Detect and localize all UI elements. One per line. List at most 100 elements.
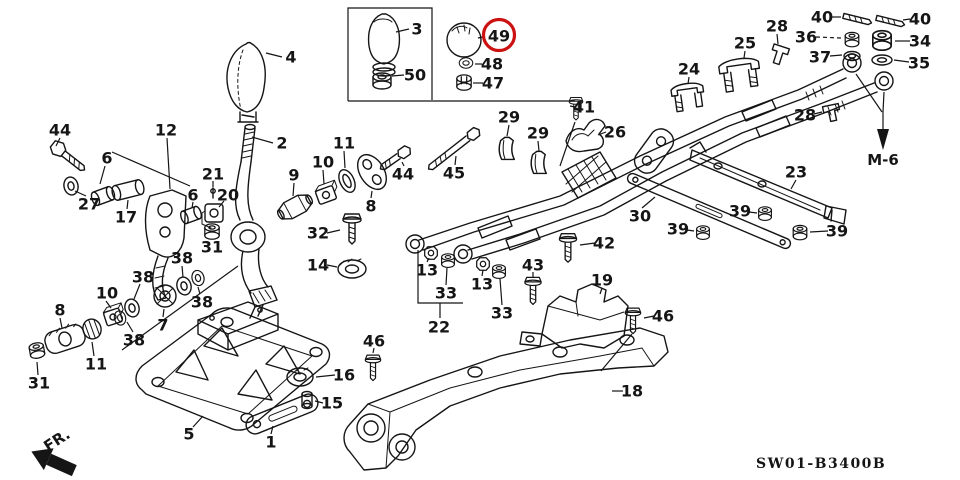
leader-line-19	[599, 287, 603, 295]
part-label-46[interactable]: 46	[363, 332, 385, 351]
bushing-6-right	[179, 205, 203, 225]
washer-48	[458, 57, 474, 69]
part-label-3[interactable]: 3	[411, 20, 422, 39]
leader-line-24	[687, 76, 690, 85]
part-label-49[interactable]: 49	[488, 27, 510, 46]
part-label-6[interactable]: 6	[187, 186, 198, 205]
part-label-8[interactable]: 8	[365, 197, 376, 216]
leader-line-44	[55, 137, 61, 147]
part-label-15[interactable]: 15	[321, 394, 343, 413]
part-label-32[interactable]: 32	[307, 224, 329, 243]
lock-nut-50	[372, 72, 392, 90]
part-label-31[interactable]: 31	[201, 238, 223, 257]
part-label-35[interactable]: 35	[908, 54, 930, 73]
leader-line-12	[166, 137, 171, 190]
part-label-16[interactable]: 16	[333, 366, 355, 385]
part-label-30[interactable]: 30	[629, 207, 651, 226]
part-label-13[interactable]: 13	[416, 261, 438, 280]
part-label-14[interactable]: 14	[307, 256, 329, 275]
shift-select-cables	[418, 68, 878, 260]
block-10-upper	[314, 179, 338, 205]
part-label-39[interactable]: 39	[729, 202, 751, 221]
part-label-45[interactable]: 45	[443, 164, 465, 183]
leader-line-46	[372, 347, 375, 354]
bolt-41-line	[559, 121, 576, 167]
part-label-43[interactable]: 43	[522, 256, 544, 275]
m6-line-b	[882, 91, 885, 113]
part-label-41[interactable]: 41	[573, 98, 595, 117]
bolt-44-left	[49, 140, 86, 172]
part-label-20[interactable]: 20	[217, 186, 239, 205]
part-label-47[interactable]: 47	[482, 74, 504, 93]
grommet-34	[871, 29, 893, 52]
leader-line-14	[326, 264, 338, 268]
part-label-48[interactable]: 48	[481, 55, 503, 74]
part-label-44[interactable]: 44	[392, 165, 414, 184]
shift-lever-2	[230, 123, 278, 319]
part-label-26[interactable]: 26	[604, 123, 626, 142]
leader-line-13	[426, 257, 430, 263]
part-label-38[interactable]: 38	[171, 249, 193, 268]
part-label-37[interactable]: 37	[809, 48, 831, 67]
part-label-39[interactable]: 39	[826, 222, 848, 241]
part-label-11[interactable]: 11	[85, 355, 107, 374]
part-label-22[interactable]: 22	[428, 318, 450, 337]
part-label-28[interactable]: 28	[766, 17, 788, 36]
part-label-40[interactable]: 40	[909, 10, 931, 29]
part-label-10[interactable]: 10	[312, 153, 334, 172]
leader-line-17	[126, 199, 129, 210]
part-label-33[interactable]: 33	[491, 304, 513, 323]
part-label-1[interactable]: 1	[265, 433, 276, 452]
part-label-13[interactable]: 13	[471, 275, 493, 294]
leader-line-39	[748, 211, 758, 214]
bushing-6-left	[90, 185, 116, 207]
part-label-10[interactable]: 10	[96, 284, 118, 303]
leader-line-11	[91, 341, 95, 357]
cable-end-eye-c	[842, 53, 862, 73]
leader-line-20	[218, 200, 225, 208]
part-label-42[interactable]: 42	[593, 234, 615, 253]
part-label-25[interactable]: 25	[734, 34, 756, 53]
part-label-9[interactable]: 9	[288, 166, 299, 185]
part-label-44[interactable]: 44	[49, 121, 71, 140]
cable-end-eye-b	[453, 244, 473, 264]
part-label-50[interactable]: 50	[404, 66, 426, 85]
part-label-36[interactable]: 36	[795, 28, 817, 47]
part-label-40[interactable]: 40	[811, 8, 833, 27]
part-label-28[interactable]: 28	[794, 106, 816, 125]
part-label-21[interactable]: 21	[202, 165, 224, 184]
bracket-24	[670, 82, 705, 113]
part-label-18[interactable]: 18	[621, 382, 643, 401]
part-label-34[interactable]: 34	[909, 32, 931, 51]
cable-junction-guide	[633, 128, 675, 174]
part-label-12[interactable]: 12	[155, 121, 177, 140]
part-label-33[interactable]: 33	[435, 284, 457, 303]
part-label-24[interactable]: 24	[678, 60, 700, 79]
part-label-4[interactable]: 4	[285, 48, 296, 67]
leader-line-8	[370, 190, 373, 199]
part-label-7[interactable]: 7	[157, 316, 168, 335]
part-label-6[interactable]: 6	[101, 149, 112, 168]
part-label-29[interactable]: 29	[498, 108, 520, 127]
part-label-27[interactable]: 27	[78, 195, 100, 214]
group-12-line	[111, 151, 191, 187]
part-label-19[interactable]: 19	[591, 271, 613, 290]
part-label-11[interactable]: 11	[333, 134, 355, 153]
leader-line-41	[569, 105, 576, 108]
leader-line-8	[59, 317, 63, 329]
part-label-39[interactable]: 39	[667, 220, 689, 239]
leader-line-40	[902, 18, 911, 21]
part-label-29[interactable]: 29	[527, 124, 549, 143]
part-label-46[interactable]: 46	[652, 307, 674, 326]
part-label-38[interactable]: 38	[123, 331, 145, 350]
part-label-8[interactable]: 8	[54, 301, 65, 320]
part-label-23[interactable]: 23	[785, 163, 807, 182]
part-label-31[interactable]: 31	[28, 374, 50, 393]
part-label-5[interactable]: 5	[183, 425, 194, 444]
part-label-38[interactable]: 38	[132, 268, 154, 287]
part-label-2[interactable]: 2	[276, 134, 287, 153]
part-label-17[interactable]: 17	[115, 208, 137, 227]
cable-end-eye-d	[874, 71, 894, 91]
highlight-circle-part-49	[481, 17, 517, 53]
part-label-38[interactable]: 38	[191, 293, 213, 312]
